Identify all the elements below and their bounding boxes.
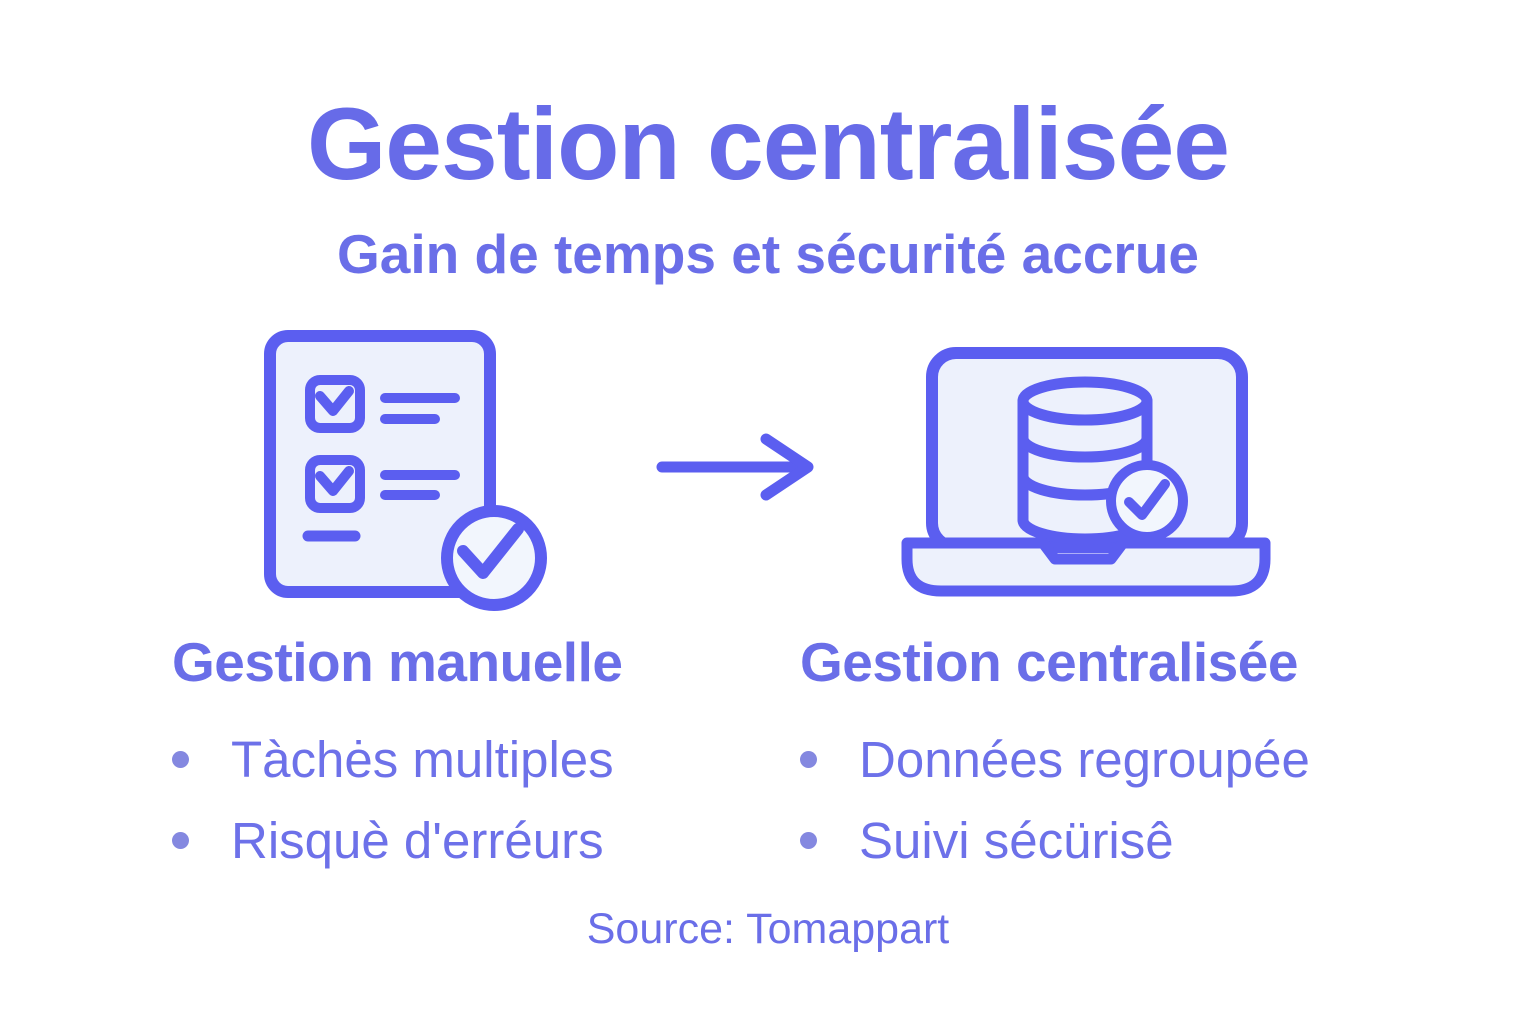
page-title: Gestion centralisée (306, 87, 1230, 201)
list-item: Suivi sécürisê (800, 811, 1400, 870)
left-column-heading: Gestion manuelle (172, 631, 623, 693)
right-arrow-icon (656, 433, 814, 501)
laptop-database-icon (901, 347, 1271, 597)
right-bullet-list: Données regroupée Suivi sécürisê (800, 730, 1400, 870)
source-attribution: Source: Tomappart (586, 905, 950, 953)
bullet-text: Suivi sécürisê (859, 812, 1174, 869)
right-column-heading: Gestion centralisée (800, 631, 1298, 693)
bullet-dot-icon (800, 751, 817, 768)
checklist-document-icon (264, 330, 547, 611)
centralized-management-column: Gestion centralisée Données regroupée Su… (800, 630, 1400, 870)
page-subtitle: Gain de temps et sécurité accrue (336, 223, 1200, 285)
bullet-dot-icon (800, 832, 817, 849)
left-bullet-list: Tàchės multiples Risquè d'erréurs (172, 730, 732, 870)
bullet-text: Risquè d'erréurs (231, 812, 604, 869)
bullet-dot-icon (172, 832, 189, 849)
bullet-text: Tàchės multiples (231, 731, 614, 788)
bullet-text: Données regroupée (859, 731, 1310, 788)
list-item: Risquè d'erréurs (172, 811, 732, 870)
bullet-dot-icon (172, 751, 189, 768)
list-item: Tàchės multiples (172, 730, 732, 789)
list-item: Données regroupée (800, 730, 1400, 789)
manual-management-column: Gestion manuelle Tàchės multiples Risquè… (172, 630, 732, 870)
